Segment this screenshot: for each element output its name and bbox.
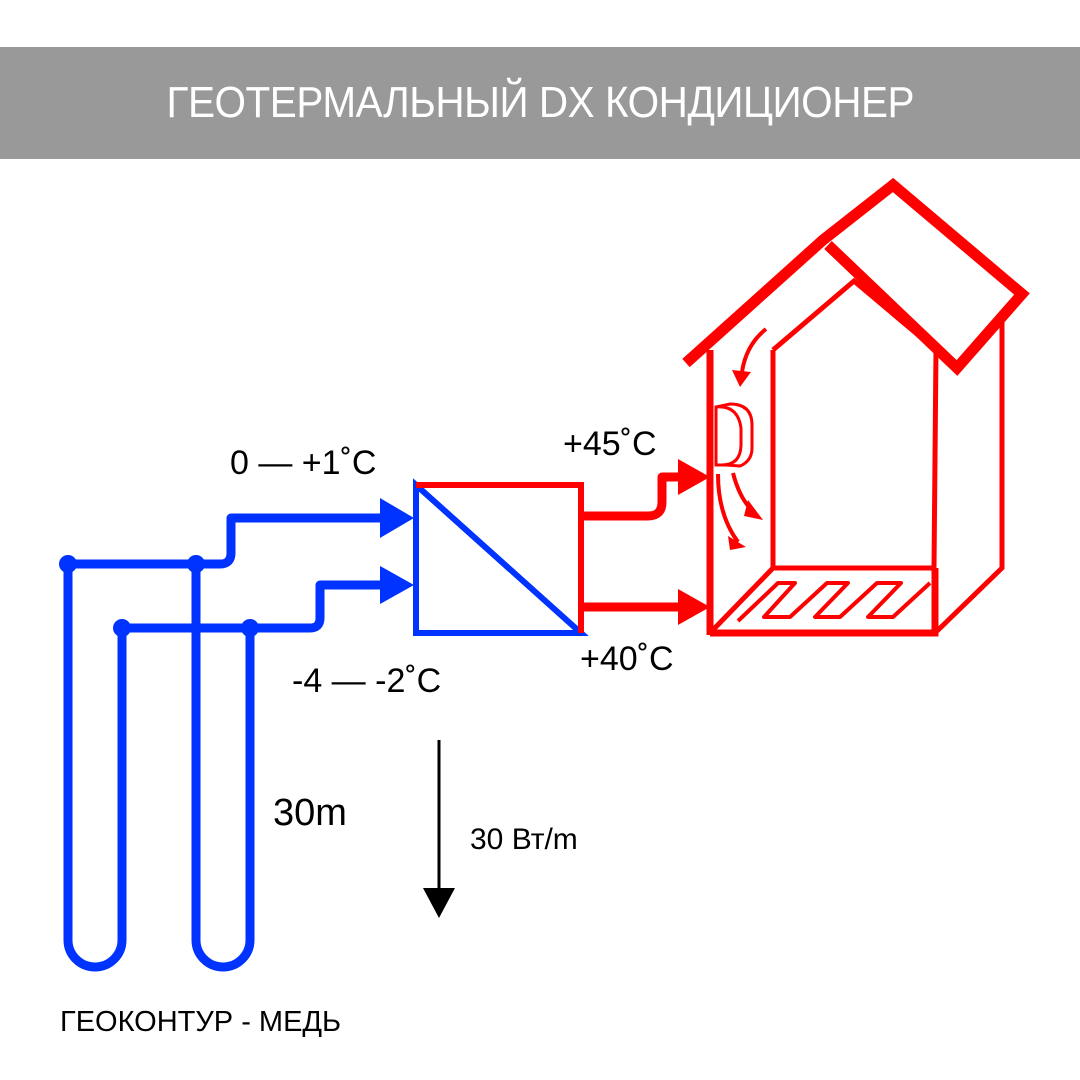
return-header (117, 580, 390, 633)
junction-dots (59, 555, 259, 637)
cold-return-temp-label: -4 — -2˚C (292, 662, 442, 700)
house (682, 177, 1030, 637)
page-title: ГЕОТЕРМАЛЬНЫЙ DX КОНДИЦИОНЕР (166, 78, 914, 127)
arrow-right-icon (678, 589, 710, 625)
hot-return-temp-label: +40˚C (580, 640, 674, 678)
indoor-unit-icon (714, 402, 754, 468)
loop-caption: ГЕОКОНТУР - МЕДЬ (60, 1006, 342, 1038)
cold-supply-temp-label: 0 — +1˚C (230, 444, 377, 482)
supply-header (63, 513, 390, 569)
arrow-down-icon (423, 888, 455, 918)
floor-heating-coil (736, 581, 932, 623)
roof (682, 177, 1030, 376)
hot-loop (584, 472, 690, 612)
title-banner: ГЕОТЕРМАЛЬНЫЙ DX КОНДИЦИОНЕР (0, 47, 1080, 159)
u-tube-right (191, 559, 255, 972)
arrow-right-icon (678, 459, 710, 495)
ground-loop (63, 513, 390, 972)
hot-arrows (678, 459, 710, 625)
borehole-depth-label: 30m (273, 792, 347, 834)
hot-supply-pipe (584, 472, 690, 521)
hot-supply-temp-label: +45˚C (563, 425, 657, 463)
heat-flux-label: 30 Вт/m (470, 823, 578, 856)
u-tube-left (63, 559, 127, 972)
cold-inlet-arrows (380, 498, 414, 604)
airflow-arrowheads (728, 370, 763, 550)
heat-flux-arrow (423, 740, 455, 918)
heat-exchanger (413, 478, 589, 636)
arrow-right-icon (380, 566, 414, 604)
arrow-right-icon (380, 498, 414, 538)
